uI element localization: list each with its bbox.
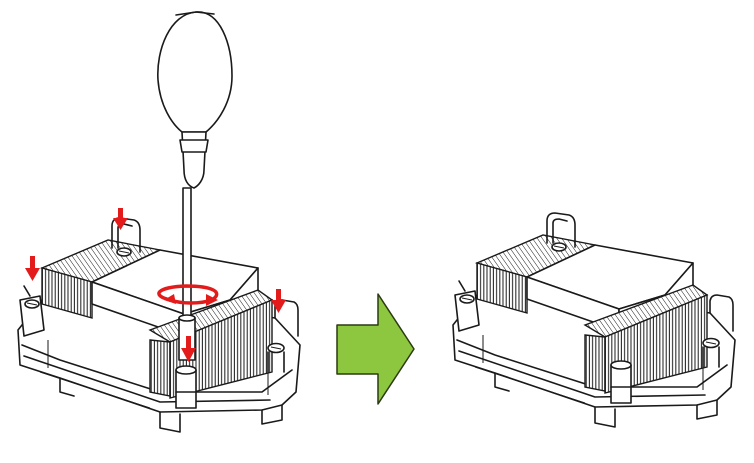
down-arrow-icon — [25, 256, 40, 281]
heatsink-before — [17, 217, 301, 433]
clockwise-rotation-icon — [157, 284, 219, 306]
right-arrow-icon — [336, 293, 415, 405]
down-arrow-icon — [271, 289, 286, 313]
screwdriver-icon — [157, 11, 233, 361]
heatsink-after — [452, 212, 736, 428]
down-arrow-icon — [181, 336, 196, 362]
down-arrow-icon — [113, 208, 128, 230]
